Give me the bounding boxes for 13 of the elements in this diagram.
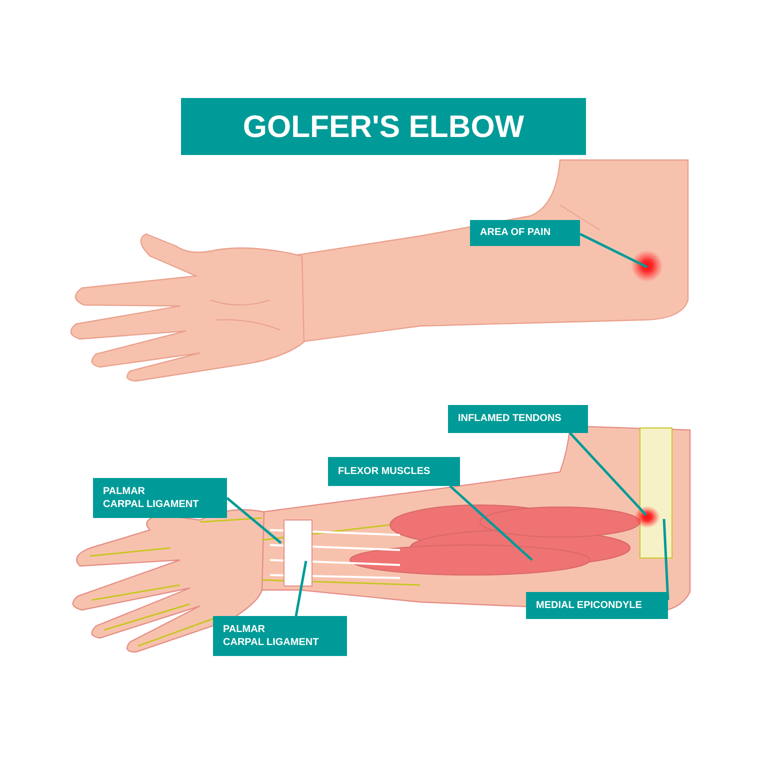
callout-label: PALMAR CARPAL LIGAMENT: [213, 616, 347, 656]
callout-label: MEDIAL EPICONDYLE: [526, 592, 668, 619]
leader-line: [662, 518, 670, 600]
leader-line: [226, 497, 282, 544]
leader-line: [569, 432, 647, 516]
callout-label: AREA OF PAIN: [470, 220, 580, 246]
leader-line: [579, 232, 648, 268]
callout-label: PALMAR CARPAL LIGAMENT: [93, 478, 227, 518]
title-banner: GOLFER'S ELBOW: [181, 98, 586, 155]
leader-line: [449, 485, 533, 561]
leader-line: [294, 560, 308, 616]
callout-label: INFLAMED TENDONS: [448, 405, 588, 433]
callout-label: FLEXOR MUSCLES: [328, 457, 460, 486]
